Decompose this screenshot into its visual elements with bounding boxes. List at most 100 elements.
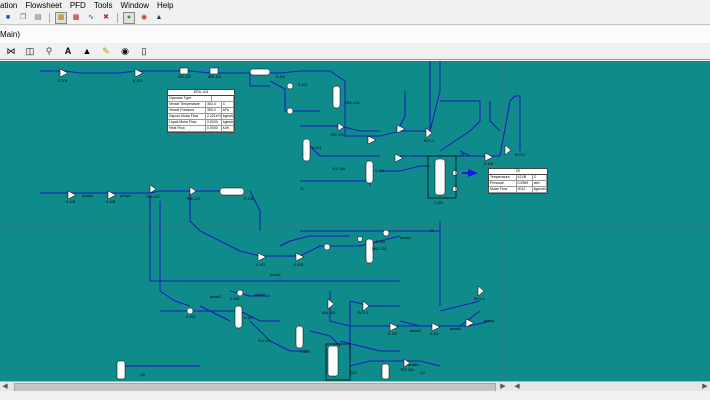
column-t-100 bbox=[434, 158, 446, 196]
stream-label-q5: Q5 bbox=[140, 373, 145, 377]
stream-label-anrab4: anrab4 bbox=[400, 236, 411, 240]
stream-label-anrab1: anrab1 bbox=[408, 363, 419, 367]
menu-window[interactable]: Window bbox=[120, 1, 149, 10]
equipment bbox=[59, 67, 512, 380]
label-tee-106: TEE-106 bbox=[330, 133, 344, 137]
tee-104 bbox=[403, 358, 411, 368]
graph-icon[interactable]: ∿ bbox=[88, 13, 94, 21]
stream-label-pump4: pump4 bbox=[120, 194, 131, 198]
mixer-mix-103 bbox=[327, 298, 335, 310]
label-tee-102: TEE-102 bbox=[146, 195, 160, 199]
cooler bbox=[236, 289, 244, 297]
label-rcy-4: RCY-4 bbox=[474, 297, 485, 301]
compressor-k bbox=[59, 68, 69, 78]
valve-icon[interactable]: ⋈ bbox=[6, 46, 16, 56]
copy-icon[interactable]: ❐ bbox=[19, 13, 27, 21]
vessel bbox=[116, 360, 126, 380]
compressor-e-107 bbox=[257, 252, 267, 262]
scroll-right-icon[interactable]: ▶ bbox=[702, 383, 708, 390]
cooler bbox=[286, 107, 294, 115]
recycle-rcy-3 bbox=[362, 300, 370, 312]
cooler-e-100 bbox=[186, 307, 194, 315]
pfd-canvas[interactable]: E-104 E-103 MIX-102 MIX-101 E-101 E-102 … bbox=[0, 61, 710, 381]
mixer-mix-102 bbox=[179, 67, 189, 75]
vessel-v-104 bbox=[365, 160, 374, 184]
label-mix-101: MIX-101 bbox=[208, 75, 222, 79]
label-e-108: E-108 bbox=[294, 263, 304, 267]
stream-label-22: 22 bbox=[430, 229, 434, 233]
heat-exchanger-e-101 bbox=[249, 68, 271, 76]
pfd-toolbar: ⋈ ◫ ⚲ A ▲ ✎ ◉ ▯ bbox=[0, 43, 710, 60]
label-e-109: E-109 bbox=[376, 240, 386, 244]
stream-label-q4: Q4 bbox=[420, 371, 425, 375]
label-k-111: K-111 bbox=[430, 332, 439, 336]
label-e-105: E-105 bbox=[230, 297, 240, 301]
label-vlv-101: VLV-101 bbox=[258, 339, 272, 343]
label-t-100: T-100 bbox=[434, 201, 443, 205]
camera-icon[interactable]: ◉ bbox=[121, 46, 129, 56]
flowsheet-diagram[interactable] bbox=[0, 61, 710, 381]
tee-106 bbox=[337, 122, 345, 132]
recycle-rcy-2 bbox=[504, 144, 512, 156]
flask-icon[interactable]: ▲ bbox=[155, 13, 163, 21]
menu-tools[interactable]: Tools bbox=[93, 1, 113, 10]
home-icon[interactable]: ▲ bbox=[82, 46, 92, 56]
label-vlv-106: VLV-106 bbox=[332, 167, 346, 171]
energy-arrow-icon bbox=[468, 169, 478, 177]
document-icon[interactable]: ▤ bbox=[34, 13, 42, 21]
menu-flowsheet[interactable]: Flowsheet bbox=[25, 1, 62, 10]
stop-icon[interactable]: ◉ bbox=[140, 13, 148, 21]
wrench-icon[interactable]: ✖ bbox=[103, 13, 109, 21]
scroll-right-icon[interactable]: ▶ bbox=[500, 383, 506, 390]
brush-icon[interactable]: ✎ bbox=[102, 46, 110, 56]
scroll-left-icon[interactable]: ◀ bbox=[514, 383, 520, 390]
stream-label-pump2: pump2 bbox=[270, 273, 281, 277]
column-frame-t-100 bbox=[427, 155, 457, 199]
compressor-k bbox=[134, 68, 144, 78]
menu-simulation[interactable]: ation bbox=[0, 1, 18, 10]
label-dru-104: DRU-104 bbox=[345, 101, 360, 105]
property-table-dru-104[interactable]: DRU-104 Operator Type Vessel Temperature… bbox=[167, 89, 235, 133]
column-frame bbox=[325, 343, 351, 381]
menu-help[interactable]: Help bbox=[156, 1, 174, 10]
fit-icon[interactable]: ◫ bbox=[25, 46, 35, 56]
label-e-104: E-104 bbox=[58, 79, 68, 83]
compressor-k-109 bbox=[484, 152, 494, 162]
label-k-110: K-110 bbox=[388, 332, 398, 336]
workbook-icon[interactable]: ▩ bbox=[72, 13, 80, 21]
label-rcy-3: RCY-3 bbox=[358, 311, 369, 315]
phone-icon[interactable]: ▯ bbox=[141, 46, 147, 56]
folder-icon[interactable]: ■ bbox=[5, 13, 11, 21]
compressor bbox=[394, 153, 404, 163]
label-e-107: E-107 bbox=[256, 263, 266, 267]
property-table-title: DRU-104 bbox=[168, 90, 234, 96]
status-bar bbox=[0, 391, 710, 400]
zoom-icon[interactable]: ⚲ bbox=[45, 46, 53, 56]
stream-label-anrab5: anrab5 bbox=[410, 329, 421, 333]
stream-label-pump1: pump1 bbox=[484, 319, 495, 323]
grid-icon[interactable]: ▦ bbox=[55, 11, 67, 24]
label-e-103: E-103 bbox=[133, 79, 143, 83]
label-mix-103: MIX-103 bbox=[322, 311, 336, 315]
label-k-109: K-109 bbox=[484, 162, 494, 166]
document-titlebar: Main) bbox=[0, 26, 710, 44]
vessel-v-102 bbox=[234, 305, 243, 329]
vessel-v-103 bbox=[302, 138, 311, 162]
stream-lines bbox=[40, 61, 521, 367]
label-v-102: V-102 bbox=[244, 316, 254, 320]
text-icon[interactable]: A bbox=[64, 46, 72, 56]
run-icon[interactable]: ● bbox=[123, 11, 135, 24]
stream-label-21: 21 bbox=[300, 187, 304, 191]
menu-pfd[interactable]: PFD bbox=[69, 1, 86, 10]
compressor bbox=[465, 318, 475, 328]
label-tee-103: TEE-103 bbox=[186, 197, 200, 201]
vessel-dru-104 bbox=[332, 85, 341, 109]
toolbar-separator bbox=[49, 12, 50, 23]
scroll-left-icon[interactable]: ◀ bbox=[2, 383, 8, 390]
column bbox=[327, 345, 339, 377]
